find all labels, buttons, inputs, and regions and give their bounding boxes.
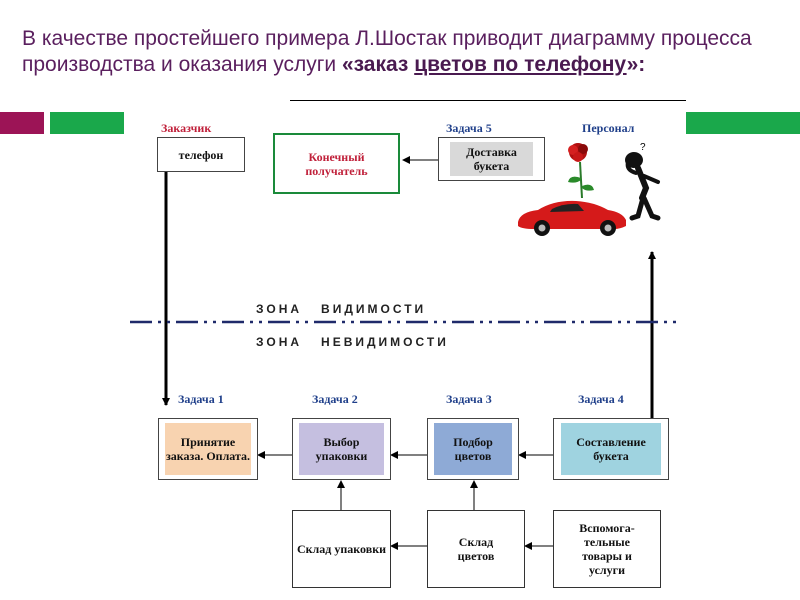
delivery-box: Доставка букета: [438, 137, 545, 181]
task4-label: Задача 4: [578, 392, 624, 406]
task2-text: Выбор упаковки: [315, 435, 368, 463]
phone-text: телефон: [178, 147, 224, 162]
task1-box: Принятие заказа. Оплата.: [158, 418, 258, 480]
customer-label: Заказчик: [161, 121, 212, 135]
zone-invisible-label: ЗОНА НЕВИДИМОСТИ: [256, 335, 449, 349]
task5-label: Задача 5: [446, 121, 492, 135]
store-flowers-text: Склад цветов: [457, 535, 495, 563]
decor-band-green-right: [686, 112, 800, 134]
decor-band-green-left: [50, 112, 124, 134]
store-flowers-box: Склад цветов: [427, 510, 525, 588]
final-recipient-box: Конечный получатель: [273, 133, 400, 194]
phone-box: телефон: [157, 137, 245, 172]
store-packaging-box: Склад упаковки: [292, 510, 391, 588]
final-recipient-text: Конечный получатель: [305, 149, 368, 178]
task3-label: Задача 3: [446, 392, 492, 406]
task4-box: Составление букета: [553, 418, 669, 480]
auxiliary-box: Вспомога-тельные товары и услуги: [553, 510, 661, 588]
title-underlined: цветов по телефону: [414, 53, 627, 76]
task1-label: Задача 1: [178, 392, 224, 406]
task2-box: Выбор упаковки: [292, 418, 391, 480]
task4-text: Составление букета: [576, 435, 646, 463]
slide-title: В качестве простейшего примера Л.Шостак …: [22, 26, 782, 78]
zone-visible-label: ЗОНА ВИДИМОСТИ: [256, 302, 427, 316]
store-packaging-text: Склад упаковки: [296, 542, 387, 556]
title-text: В качестве простейшего примера Л.Шостак …: [22, 27, 752, 76]
svg-text:?: ?: [640, 142, 646, 153]
title-tail: »:: [626, 53, 646, 76]
task2-label: Задача 2: [312, 392, 358, 406]
task3-text: Подбор цветов: [453, 435, 493, 463]
car-icon: [518, 200, 626, 236]
rose-icon: [568, 143, 594, 199]
delivery-text: Доставка букета: [466, 145, 517, 173]
auxiliary-text: Вспомога-тельные товары и услуги: [579, 521, 635, 577]
task3-box: Подбор цветов: [427, 418, 519, 480]
task1-text: Принятие заказа. Оплата.: [165, 435, 251, 463]
stick-person-icon: ?: [625, 142, 661, 221]
decor-band-magenta: [0, 112, 44, 134]
staff-label: Персонал: [582, 121, 635, 135]
title-underline-rule: [290, 100, 686, 101]
title-bold: «заказ: [341, 53, 409, 76]
